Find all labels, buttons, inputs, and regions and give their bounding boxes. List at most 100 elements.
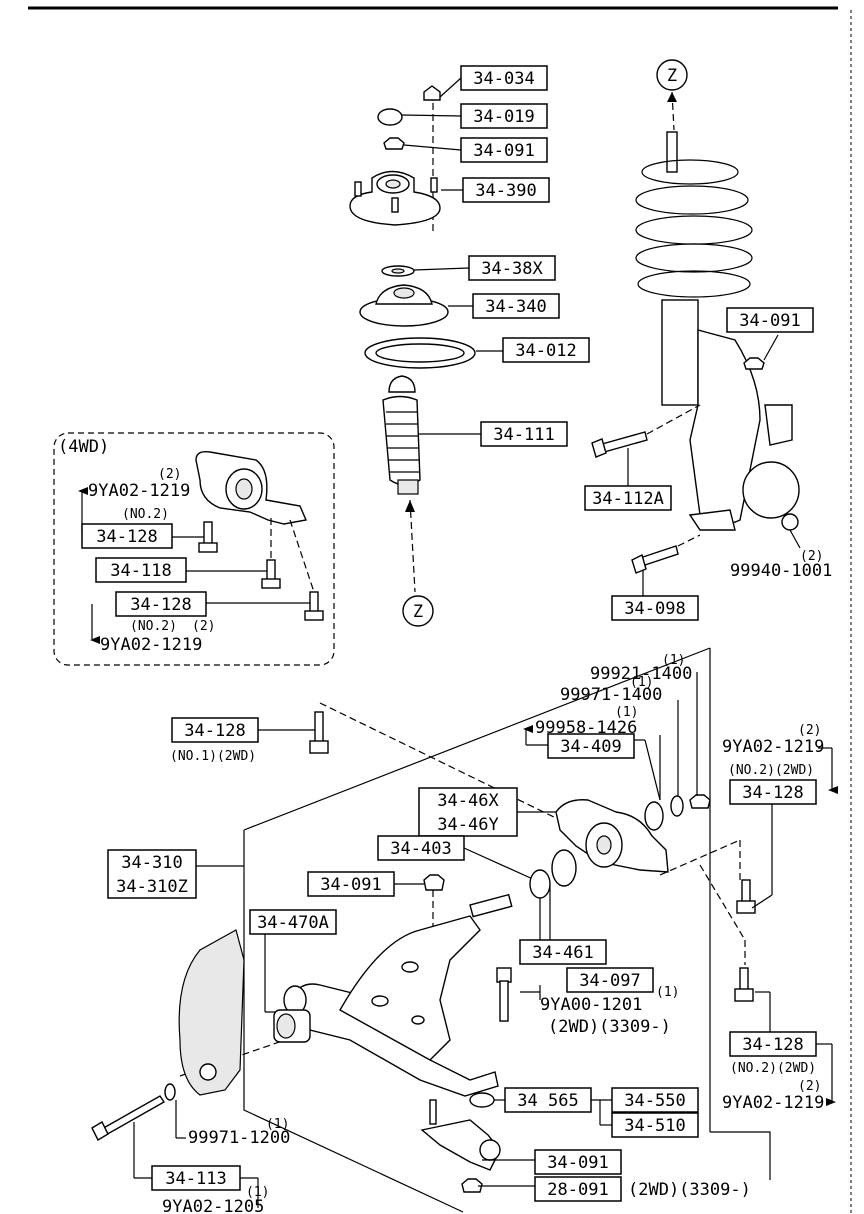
4wd-no2a: (NO.2) [122,507,169,522]
4wd-ref1: 9YA02-1219 [88,481,190,501]
callout-34-091-ball-text: 34-091 [547,1153,608,1173]
subframe-drawing [91,929,245,1179]
callout-34-340-text: 34-340 [485,297,546,317]
pn-99971-qty: (1) [630,675,653,690]
callout-34-091-top-text: 34-091 [473,141,534,161]
4wd-ref2: 9YA02-1219 [100,635,202,655]
callout-34-550-text: 34-550 [624,1091,685,1111]
callout-34-510: 34-510 [599,1100,699,1138]
z-label-top: Z [667,66,677,86]
callout-34-091-knuckle-text: 34-091 [739,311,800,331]
pn-9ya00: 9YA00-1201 [540,995,642,1015]
callout-34-128-lower-right: 34-128 [729,1031,817,1057]
callout-34-012: 34-012 [502,337,590,363]
callout-28-091: 28-091 [534,1176,622,1202]
callout-34-112a: 34-112A [584,485,672,511]
callout-34-403: 34-403 [377,835,536,881]
callout-34-470a-text: 34-470A [257,913,329,933]
lower-nut-qty: (2) [800,549,823,564]
callout-34-403-text: 34-403 [390,839,451,859]
strut-mount-stack [349,77,503,593]
callout-34-128-right: 34-128 [729,779,817,805]
callout-34-128-no1-text: 34-128 [184,721,245,741]
callout-34-034: 34-034 [460,65,548,91]
right-no2: (NO.2)(2WD) [728,763,814,778]
4wd-inset: (4WD) (2) 9YA02-1219 (NO.2) [53,432,335,666]
4wd-ref1-qty: (2) [158,467,181,482]
lower-right-ref-qty: (2) [798,1079,821,1094]
callout-34-091-arm-text: 34-091 [320,875,381,895]
pn-99958: 99958-1426 [535,718,637,738]
note-2wd-3309: (2WD)(3309-) [548,1017,671,1037]
bushing-stack-right [555,672,773,1032]
pn-99921-qty: (1) [662,653,685,668]
bolt-no1-note: (NO.1)(2WD) [170,749,256,764]
4wd-no2b: (NO.2) [130,619,177,634]
callout-34-111-text: 34-111 [493,425,554,445]
callout-34-091-arm: 34-091 [307,871,424,897]
callout-34-097: 34-097 [566,967,654,993]
callout-4wd-34-118: 34-118 [95,557,187,583]
callout-34-091-knuckle: 34-091 [726,307,814,333]
lower-arm-drawing [273,886,551,1097]
callout-34-390: 34-390 [462,177,550,203]
lower-nut-pn: 99940-1001 [730,561,832,581]
bolt-097-qty: (1) [656,985,679,1000]
washer-99971-1200: 99971-1200 [188,1128,290,1148]
4wd-title: (4WD) [58,437,109,457]
right-ref: 9YA02-1219 [722,737,824,757]
washer-99971-1200-qty: (1) [266,1117,289,1132]
callout-34-111: 34-111 [480,421,568,447]
callout-34-097-text: 34-097 [579,971,640,991]
callout-34-019-text: 34-019 [473,107,534,127]
washer-403-drawing [529,849,577,943]
z-marker-bottom: Z [402,595,434,627]
callout-34-091-ball: 34-091 [534,1149,622,1175]
callout-34-113-text: 34-113 [165,1169,226,1189]
callout-4wd-34-128c-text: 34-128 [130,595,191,615]
callout-4wd-34-128a: 34-128 [81,523,173,549]
callout-34-113: 34-113 [151,1165,241,1191]
callout-34-470a: 34-470A [249,909,337,1013]
callout-34-409: 34-409 [547,733,635,759]
lower-right-ref: 9YA02-1219 [722,1093,824,1113]
pn-99921: 99921-1400 [590,664,692,684]
callout-34-098-text: 34-098 [624,599,685,619]
callout-34-340: 34-340 [472,293,560,319]
callout-34-510-text: 34-510 [624,1116,685,1136]
callout-34-38x-text: 34-38X [481,259,543,279]
callout-34-034-text: 34-034 [473,69,534,89]
callout-34-390-text: 34-390 [475,181,536,201]
bolt-097-drawing [496,967,541,1022]
lower-right-no2: (NO.2)(2WD) [730,1061,816,1076]
callout-34-128-lower-right-text: 34-128 [742,1035,803,1055]
callout-34-091-top: 34-091 [460,137,548,163]
lower-arm-outline [179,647,771,1213]
callout-34-461-text: 34-461 [532,943,593,963]
callout-34-098: 34-098 [611,595,699,621]
right-ref-qty: (2) [798,723,821,738]
pn-99971: 99971-1400 [560,685,662,705]
callout-34-565-text: 34 565 [517,1091,578,1111]
callout-34-46y-text: 34-46Y [437,815,498,835]
callout-34-310: 34-310 34-310Z [107,849,197,899]
callout-34-461: 34-461 [519,939,607,965]
callout-34-310z-text: 34-310Z [116,877,188,897]
callout-34-550: 34-550 [611,1087,699,1113]
ball-joint-drawing [420,1092,535,1193]
callout-4wd-34-128c: 34-128 [115,591,207,617]
bolt-no1-drawing [258,711,329,754]
callout-34-38x: 34-38X [468,255,556,281]
callout-34-128-no1: 34-128 [171,717,259,743]
callout-34-46x-y: 34-46X 34-46Y [418,787,556,837]
callout-4wd-34-118-text: 34-118 [110,561,171,581]
callout-34-310-text: 34-310 [121,853,182,873]
note-28091: (2WD)(3309-) [628,1180,751,1200]
pn-99958-qty: (1) [615,705,638,720]
pn-9ya02-1205: 9YA02-1205 [162,1197,264,1214]
callout-34-012-text: 34-012 [515,341,576,361]
nut-091-arm-drawing [423,874,445,891]
callout-28-091-text: 28-091 [547,1180,608,1200]
strut-assembly: Z [591,59,801,596]
